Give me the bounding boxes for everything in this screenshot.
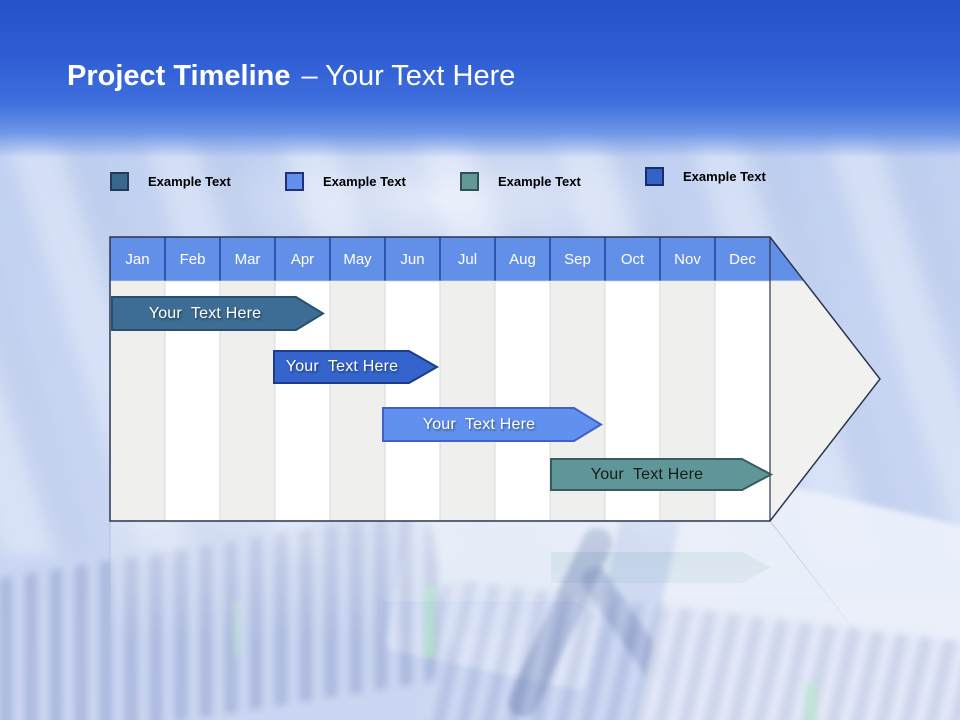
month-label-mar: Mar — [234, 251, 261, 268]
legend-label-3: Example Text — [498, 173, 581, 189]
title-main: Project Timeline — [67, 60, 291, 92]
legend-item-3: Example Text — [460, 171, 581, 191]
task-arrow-2 — [273, 350, 440, 384]
task-arrow-4 — [550, 458, 774, 491]
legend-swatch-3 — [460, 171, 479, 191]
month-label-sep: Sep — [564, 251, 591, 268]
legend-label-4: Example Text — [683, 168, 766, 184]
task-label-1: Your Text Here — [148, 305, 262, 322]
legend-swatch-1 — [110, 171, 129, 191]
legend-swatch-4 — [645, 166, 664, 186]
task-label-4: Your Text Here — [590, 466, 704, 483]
month-header — [110, 237, 804, 283]
legend-item-2: Example Text — [285, 171, 406, 191]
month-label-jun: Jun — [400, 251, 425, 268]
month-header-dividers — [164, 237, 716, 281]
task-label-3: Your Text Here — [422, 416, 536, 433]
month-label-feb: Feb — [179, 251, 206, 268]
task-arrow-3 — [382, 407, 603, 442]
timeline-frame-border — [109, 236, 881, 522]
legend-item-4: Example Text — [645, 166, 766, 186]
legend-swatch-2 — [285, 171, 304, 191]
month-label-aug: Aug — [509, 251, 536, 268]
chart-reflection — [109, 520, 881, 720]
legend-label-1: Example Text — [148, 173, 231, 189]
month-label-jul: Jul — [457, 251, 478, 268]
month-label-dec: Dec — [729, 251, 756, 268]
legend-label-2: Example Text — [323, 173, 406, 189]
title-suffix: – Your Text Here — [301, 60, 516, 92]
month-label-oct: Oct — [620, 251, 645, 268]
month-label-nov: Nov — [674, 251, 701, 268]
task-arrow-1 — [111, 296, 325, 331]
month-label-may: May — [343, 251, 372, 268]
slide-title: Project Timeline – Your Text Here — [67, 60, 515, 93]
task-label-2: Your Text Here — [285, 358, 399, 375]
legend-item-1: Example Text — [110, 171, 231, 191]
month-label-apr: Apr — [290, 251, 315, 268]
month-label-jan: Jan — [125, 251, 150, 268]
